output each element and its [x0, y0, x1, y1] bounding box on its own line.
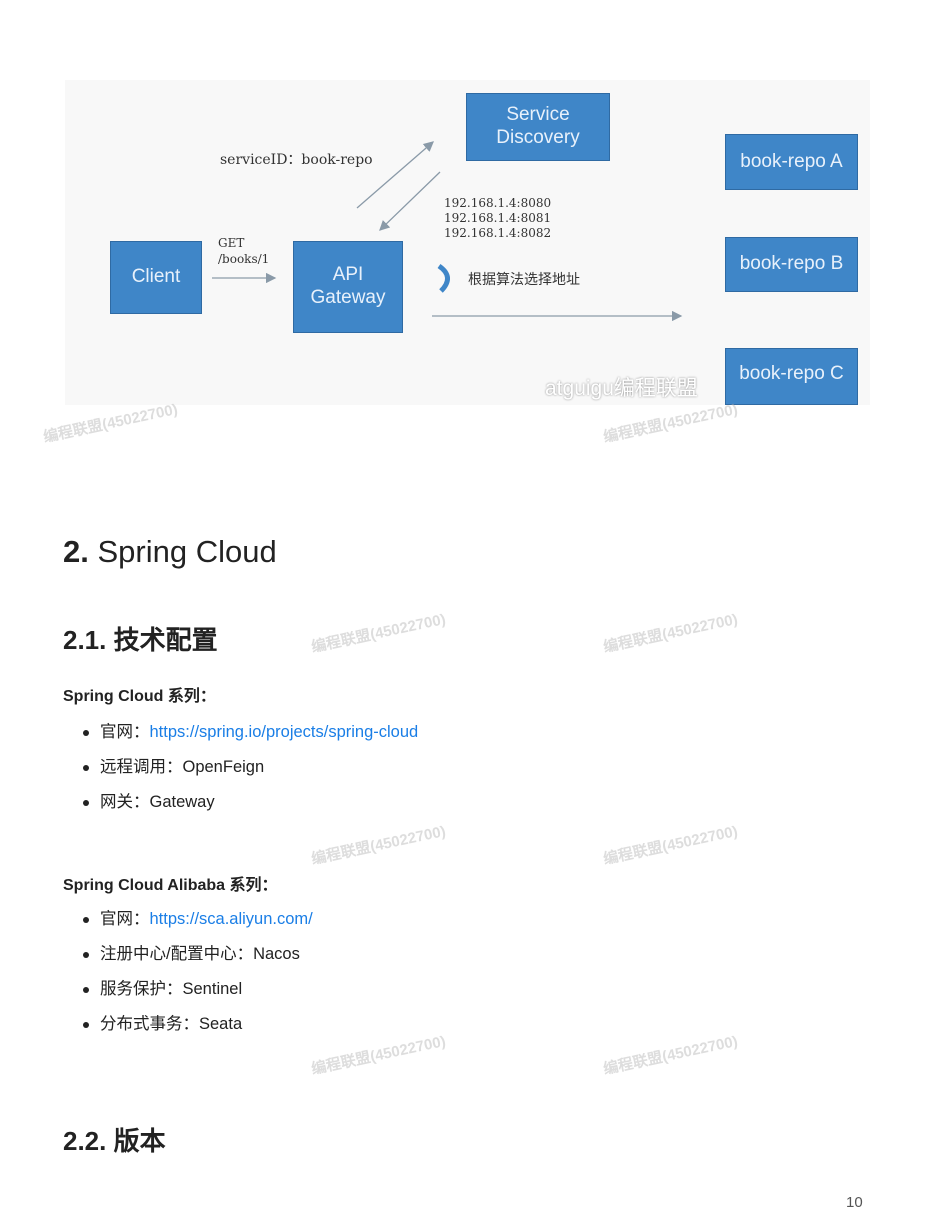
list-item: 官网：https://sca.aliyun.com/	[63, 908, 313, 943]
gateway-label-1: API	[332, 264, 364, 286]
rotate-icon	[437, 263, 450, 293]
section-title: Spring Cloud	[97, 534, 277, 569]
section-heading: 2. Spring Cloud	[63, 534, 277, 570]
list-item: 分布式事务：Seata	[63, 1013, 313, 1048]
watermark: 编程联盟(45022700)	[601, 822, 740, 869]
ip-item: 192.168.1.4:8082	[444, 226, 552, 240]
repo-b-label: book-repo B	[739, 253, 844, 275]
item-label: 官网：	[100, 723, 150, 741]
repo-c-box: book-repo C	[725, 348, 858, 405]
response-arrow	[379, 171, 441, 231]
query-arrow	[356, 141, 434, 209]
service-id-label: serviceID：book-repo	[220, 152, 373, 168]
subsection-title: 技术配置	[113, 625, 218, 655]
list-item: 远程调用：OpenFeign	[63, 756, 418, 791]
alibaba-link[interactable]: https://sca.aliyun.com/	[149, 910, 313, 928]
ip-list: 192.168.1.4:8080 192.168.1.4:8081 192.16…	[444, 196, 551, 241]
ip-item: 192.168.1.4:8080	[444, 196, 552, 210]
watermark: 编程联盟(45022700)	[601, 1032, 740, 1079]
item-label: 分布式事务：Seata	[100, 1015, 243, 1033]
item-label: 网关：Gateway	[100, 793, 215, 811]
select-label: 根据算法选择地址	[468, 272, 580, 288]
ip-item: 192.168.1.4:8081	[444, 211, 552, 225]
spring-cloud-list: 官网：https://spring.io/projects/spring-clo…	[63, 721, 418, 826]
item-label: 注册中心/配置中心：Nacos	[100, 945, 300, 963]
repo-b-box: book-repo B	[725, 237, 858, 292]
repo-a-label: book-repo A	[740, 150, 843, 172]
item-label: 官网：	[100, 910, 150, 928]
repo-a-box: book-repo A	[725, 134, 858, 190]
watermark: 编程联盟(45022700)	[601, 610, 740, 657]
watermark: 编程联盟(45022700)	[41, 400, 180, 447]
client-box: Client	[110, 241, 202, 314]
watermark: 编程联盟(45022700)	[309, 610, 448, 657]
watermark: 编程联盟(45022700)	[601, 400, 740, 447]
path-label: /books/1	[218, 252, 270, 266]
item-label: 远程调用：OpenFeign	[100, 758, 265, 776]
group-title-alibaba: Spring Cloud Alibaba 系列：	[63, 877, 278, 894]
gateway-label-2: Gateway	[310, 287, 386, 308]
subsection-heading-version: 2.2. 版本	[63, 1121, 166, 1158]
item-label: 服务保护：Sentinel	[100, 980, 243, 998]
section-number: 2.	[63, 534, 89, 569]
subsection-number: 2.1.	[63, 625, 107, 655]
list-item: 官网：https://spring.io/projects/spring-clo…	[63, 721, 418, 756]
discovery-label-1: Service	[506, 104, 570, 126]
corner-watermark: atguigu编程联盟	[545, 377, 698, 400]
repo-c-label: book-repo C	[739, 363, 844, 384]
page-number: 10	[846, 1194, 863, 1211]
discovery-label-2: Discovery	[496, 127, 580, 148]
spring-cloud-link[interactable]: https://spring.io/projects/spring-cloud	[149, 723, 419, 741]
list-item: 网关：Gateway	[63, 791, 418, 826]
watermark: 编程联盟(45022700)	[309, 822, 448, 869]
get-label: GET	[218, 236, 245, 250]
watermark: 编程联盟(45022700)	[309, 1032, 448, 1079]
subsection-heading-config: 2.1. 技术配置	[63, 620, 218, 657]
subsection-number: 2.2.	[63, 1126, 107, 1156]
subsection-title: 版本	[113, 1126, 166, 1156]
alibaba-list: 官网：https://sca.aliyun.com/ 注册中心/配置中心：Nac…	[63, 908, 313, 1048]
group-title-spring-cloud: Spring Cloud 系列：	[63, 688, 216, 705]
client-label: Client	[131, 266, 181, 288]
list-item: 注册中心/配置中心：Nacos	[63, 943, 313, 978]
diagram-arrows	[212, 141, 683, 322]
list-item: 服务保护：Sentinel	[63, 978, 313, 1013]
